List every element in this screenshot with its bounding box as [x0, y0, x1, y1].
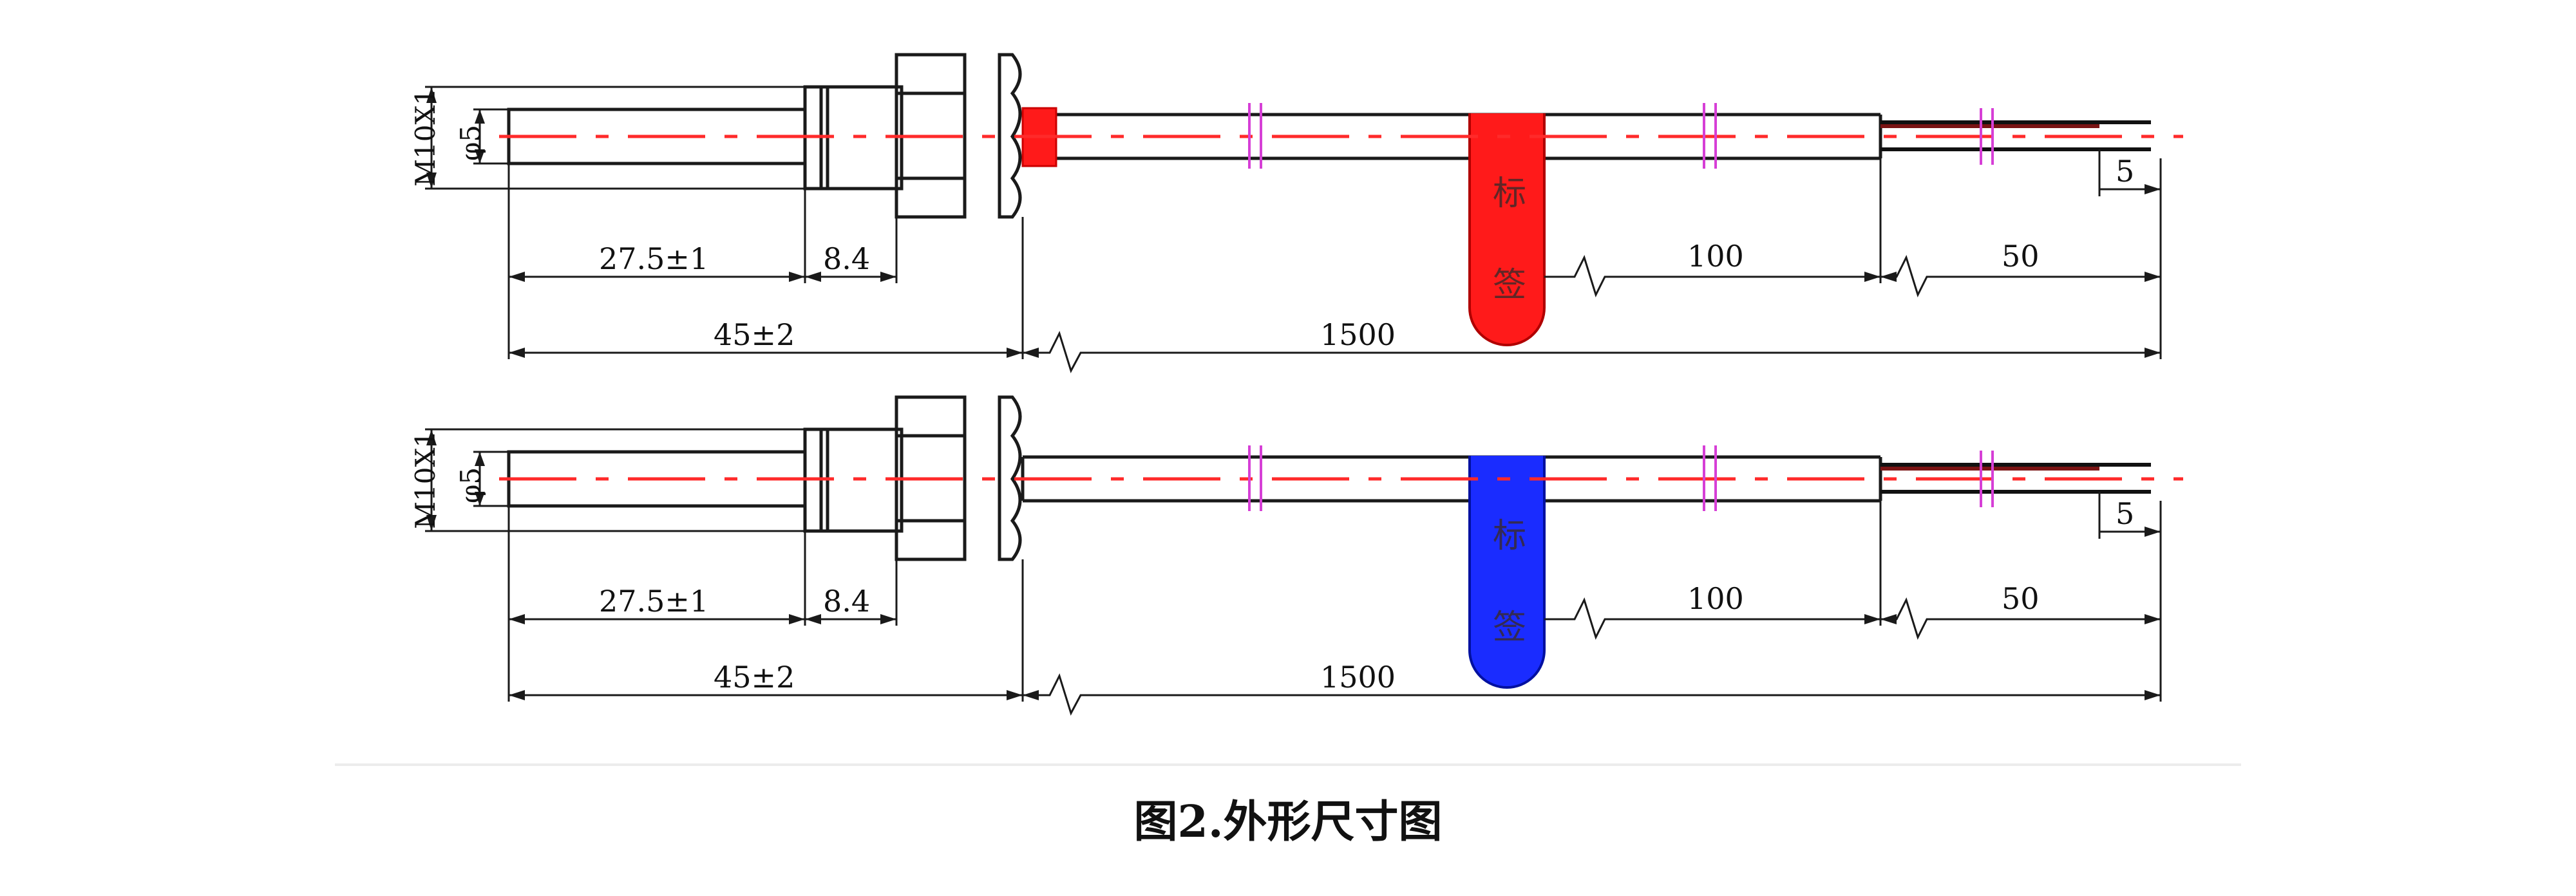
front-length-dimension: 45±2: [714, 660, 795, 695]
dimension-lines: [425, 86, 2162, 373]
break-marks: [1248, 103, 1994, 169]
dimension-arrows: [426, 429, 2161, 700]
sensor-body: [507, 395, 2151, 689]
probe-length-dimension: 27.5±1: [599, 241, 708, 276]
label-char-2: 签: [1493, 266, 1526, 304]
wire-length-dimension: 50: [2002, 581, 2040, 616]
cable-length-dimension: 1500: [1320, 317, 1396, 352]
label-offset-dimension: 100: [1687, 581, 1744, 616]
label-char-1: 标: [1493, 174, 1526, 213]
drawing-view-red: 标 签: [410, 53, 2183, 373]
probe-length-dimension: 27.5±1: [599, 584, 708, 619]
label-char-2: 签: [1493, 608, 1526, 647]
nut-width-dimension: 8.4: [823, 584, 870, 619]
cable-length-dimension: 1500: [1320, 660, 1396, 695]
diameter-dimension: φ5: [455, 125, 486, 161]
diameter-dimension: φ5: [455, 467, 486, 503]
thread-dimension: M10X1: [410, 88, 441, 187]
front-length-dimension: 45±2: [714, 317, 795, 352]
figure-caption: 图2.外形尺寸图: [1134, 796, 1443, 848]
dimension-arrows: [426, 87, 2161, 358]
thread-dimension: M10X1: [410, 431, 441, 529]
break-marks: [1248, 445, 1994, 511]
strip-length-dimension: 5: [2116, 496, 2134, 531]
strip-length-dimension: 5: [2116, 154, 2134, 189]
drawing-view-blue: 标 签: [410, 395, 2183, 716]
label-char-1: 标: [1493, 517, 1526, 555]
label-offset-dimension: 100: [1687, 239, 1744, 274]
dimension-lines: [425, 428, 2162, 716]
wire-length-dimension: 50: [2002, 239, 2040, 274]
nut-width-dimension: 8.4: [823, 241, 870, 276]
sensor-body: [507, 53, 2151, 346]
